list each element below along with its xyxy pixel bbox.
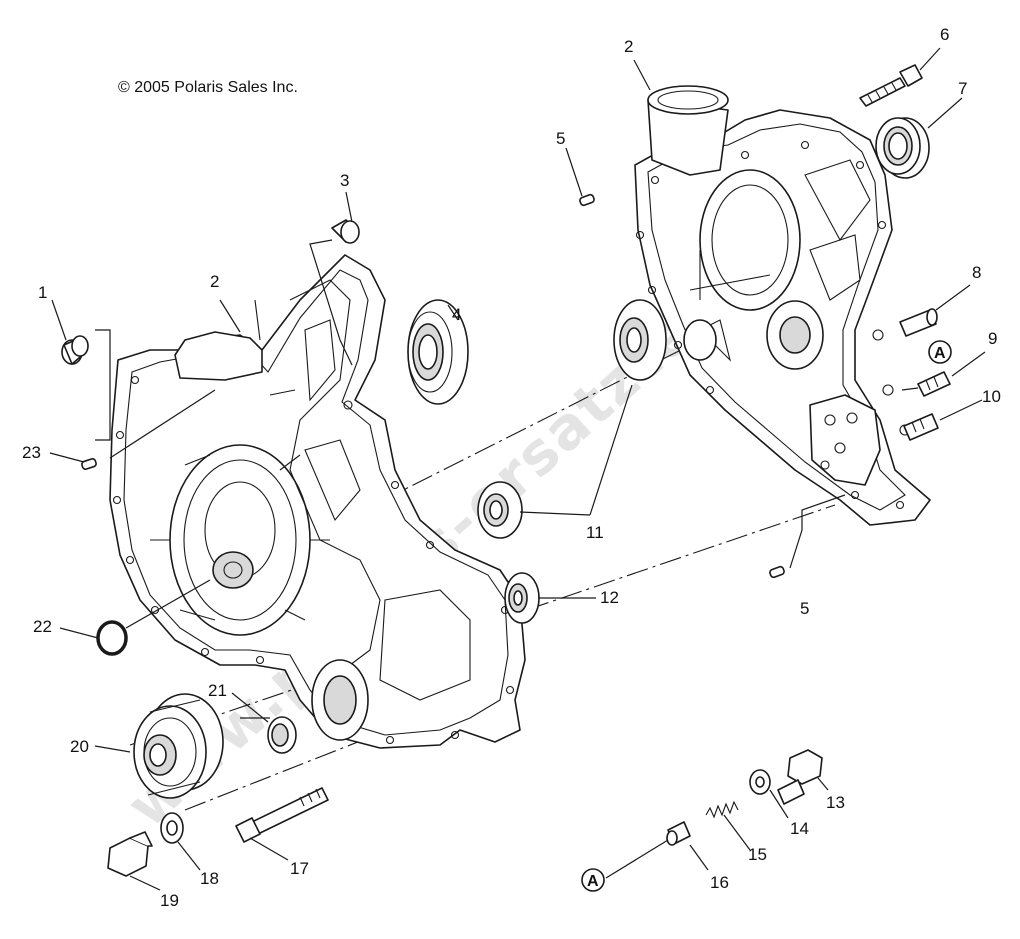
part-7-seal xyxy=(875,97,963,179)
callout-14: 14 xyxy=(790,819,809,838)
callout-17: 17 xyxy=(290,859,309,878)
callout-2-left: 2 xyxy=(210,272,219,291)
part-20-pulley xyxy=(94,693,224,799)
copyright-text: © 2005 Polaris Sales Inc. xyxy=(118,79,298,96)
callout-19: 19 xyxy=(160,891,179,910)
callout-8: 8 xyxy=(972,263,981,282)
part-14-washer xyxy=(749,769,789,819)
part-12-bearing xyxy=(504,572,596,624)
callout-22: 22 xyxy=(33,617,52,636)
callout-21: 21 xyxy=(208,681,227,700)
part-18-washer xyxy=(160,812,201,871)
reference-marker-a-lower: A xyxy=(587,873,599,890)
part-1-sleeve xyxy=(51,299,111,441)
callout-20: 20 xyxy=(70,737,89,756)
callout-numbers: 1 2 2 3 4 5 5 6 7 8 9 10 11 12 13 14 15 … xyxy=(22,25,1001,910)
part-4-bearing xyxy=(407,299,469,405)
callout-11: 11 xyxy=(586,523,604,542)
callout-2-right: 2 xyxy=(624,37,633,56)
part-11-bearings xyxy=(477,299,667,539)
callout-16: 16 xyxy=(710,873,729,892)
left-crankcase-half xyxy=(109,254,526,749)
part-5-upper-pin xyxy=(565,147,595,207)
callout-7: 7 xyxy=(958,79,967,98)
callout-3: 3 xyxy=(340,171,349,190)
part-5-lower-pin xyxy=(769,494,846,579)
callout-9: 9 xyxy=(988,329,997,348)
part-8-sleeve xyxy=(899,284,971,337)
callout-1: 1 xyxy=(38,283,47,302)
part-10-fitting xyxy=(903,399,983,441)
part-23-pin xyxy=(49,389,216,470)
callout-18: 18 xyxy=(200,869,219,888)
part-13-plug xyxy=(777,749,829,805)
part-19-plug xyxy=(107,831,161,891)
callout-4: 4 xyxy=(452,305,461,324)
part-15-spring xyxy=(705,800,751,851)
callout-13: 13 xyxy=(826,793,845,812)
callout-5-lower: 5 xyxy=(800,599,809,618)
callout-15: 15 xyxy=(748,845,767,864)
callout-6: 6 xyxy=(940,25,949,44)
reference-marker-a-upper: A xyxy=(934,345,946,362)
part-3-sleeve xyxy=(309,191,360,366)
part-22-oring xyxy=(59,579,211,656)
callout-5-upper: 5 xyxy=(556,129,565,148)
case-leaders xyxy=(219,59,651,333)
right-case-bolt-holes xyxy=(635,140,911,510)
part-21-seal xyxy=(231,692,297,754)
callout-12: 12 xyxy=(600,588,619,607)
part-17-bolt xyxy=(235,787,329,861)
callout-10: 10 xyxy=(982,387,1001,406)
part-9-fitting: A xyxy=(901,340,986,397)
right-crankcase-half xyxy=(634,85,931,526)
callout-23: 23 xyxy=(22,443,41,462)
part-6-bolt xyxy=(859,47,941,107)
part-16-valve: A xyxy=(581,821,709,892)
